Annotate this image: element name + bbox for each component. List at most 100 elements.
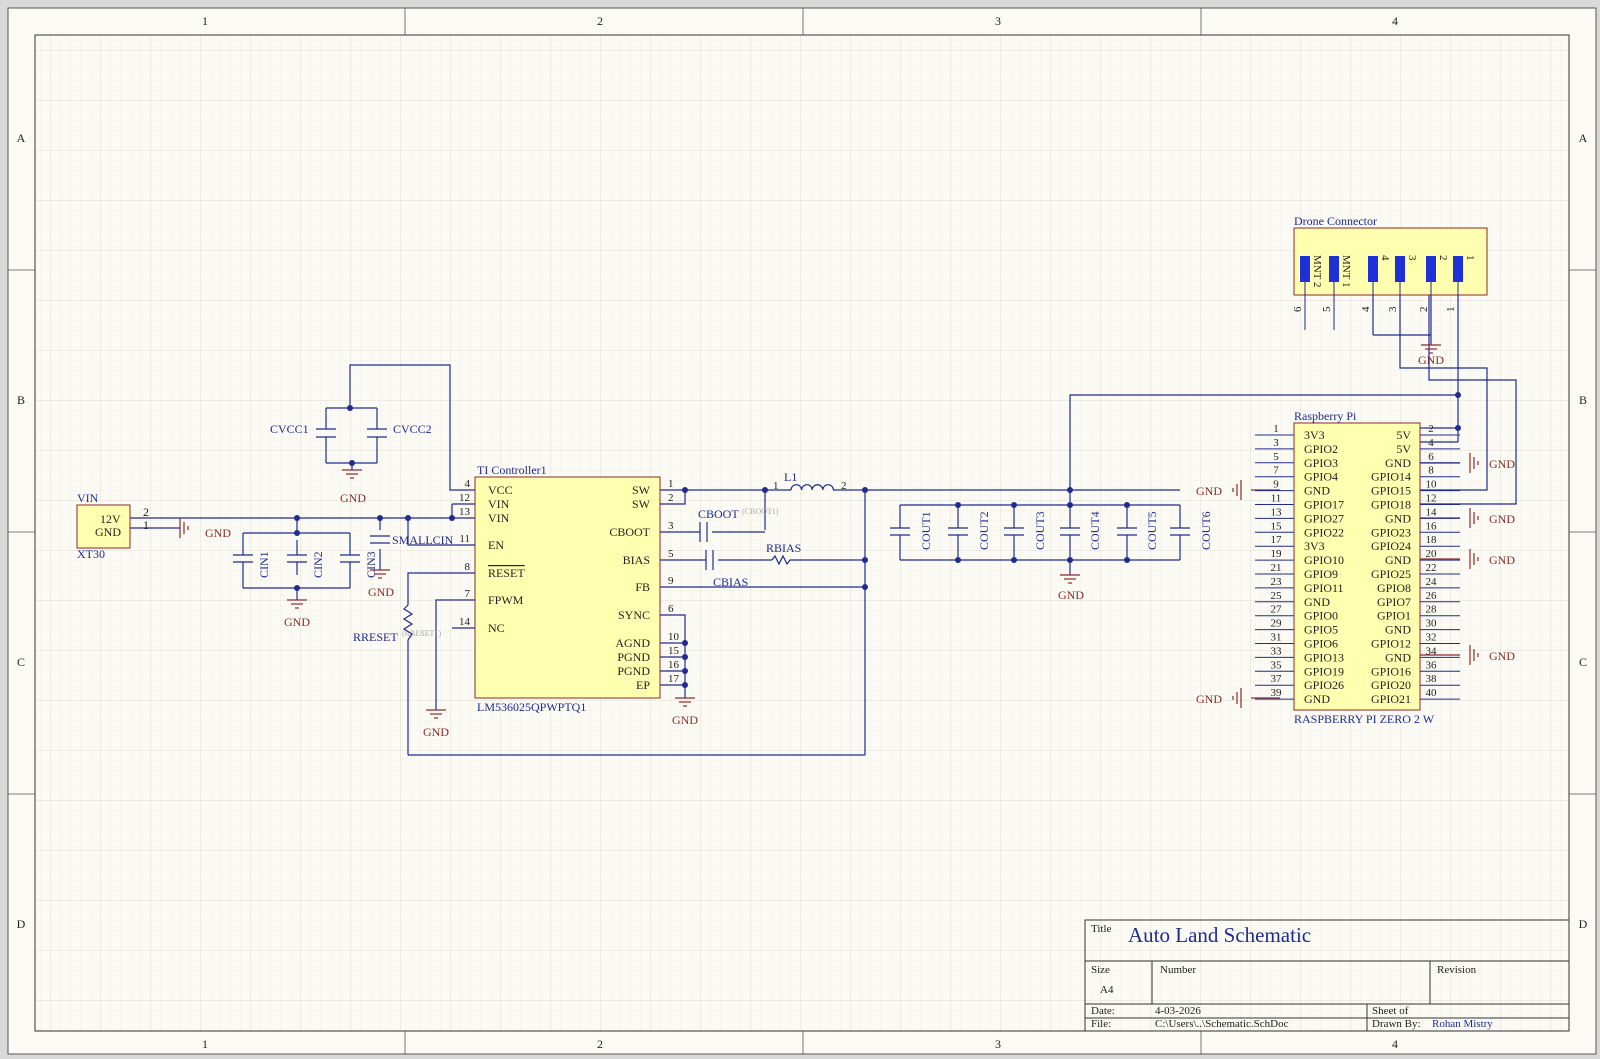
rpi-pin-number-right: 26 — [1426, 590, 1438, 602]
rpi-pin-number-left: 39 — [1271, 687, 1283, 699]
rreset-ghost-label: (RRESET1) — [402, 629, 441, 638]
rpi-pin-name-right: GND — [1385, 553, 1411, 567]
rpi-pin-name-left: GPIO3 — [1304, 456, 1338, 470]
drawn-by-value: Rohan Mistry — [1432, 1018, 1493, 1030]
rpi-pin-number-left: 35 — [1271, 659, 1283, 671]
junction-dot — [349, 460, 355, 466]
gnd-label-rpi-39: GND — [1196, 692, 1222, 706]
controller-pin-number: 11 — [459, 533, 470, 545]
rpi-pin-name-left: GPIO10 — [1304, 553, 1344, 567]
rpi-pin-number-left: 23 — [1271, 576, 1283, 588]
rpi-pin-name-left: GND — [1304, 484, 1330, 498]
controller-pin-name: FPWM — [488, 593, 524, 607]
zone-col-4-bottom: 4 — [1392, 1037, 1398, 1051]
rbias-label: RBIAS — [766, 541, 801, 555]
rpi-pin-number-left: 9 — [1273, 479, 1279, 491]
rpi-pin-name-left: GND — [1304, 692, 1330, 706]
gnd-label-rpi-20: GND — [1489, 553, 1515, 567]
controller-pin-name: SW — [632, 483, 651, 497]
cout2-label: COUT2 — [977, 511, 991, 550]
controller-pin-number: 12 — [459, 492, 470, 504]
controller-pin-number: 16 — [668, 659, 680, 671]
rpi-pin-number-left: 25 — [1271, 590, 1283, 602]
junction-dot — [1124, 557, 1130, 563]
rpi-pin-number-left: 11 — [1271, 493, 1282, 505]
zone-row-b-left: B — [17, 393, 25, 407]
controller-pin-number: 3 — [668, 520, 674, 532]
rpi-pin-number-left: 13 — [1271, 506, 1283, 518]
junction-dot — [1067, 557, 1073, 563]
drone-pin-label: 3 — [1406, 255, 1418, 261]
drone-pin-number: 1 — [1445, 307, 1457, 313]
controller-pin-number: 9 — [668, 575, 674, 587]
zone-col-2-bottom: 2 — [597, 1037, 603, 1051]
cout4-label: COUT4 — [1088, 511, 1102, 550]
rpi-pin-number-right: 36 — [1426, 659, 1438, 671]
controller-pin-name: SYNC — [618, 608, 650, 622]
junction-dot — [1124, 502, 1130, 508]
gnd-label-rpi-34: GND — [1489, 649, 1515, 663]
rpi-pin-number-right: 34 — [1426, 645, 1438, 657]
drone-connector-body — [1293, 227, 1488, 296]
gnd-label-drone: GND — [1418, 353, 1444, 367]
drone-pin-number: 4 — [1360, 306, 1372, 312]
zone-col-1-top: 1 — [202, 14, 208, 28]
capacitor-symbols — [233, 414, 1190, 575]
rpi-pin-number-left: 1 — [1273, 423, 1279, 435]
date-label: Date: — [1091, 1005, 1115, 1017]
gnd-label-xt30: GND — [205, 526, 231, 540]
controller-pin-name: VIN — [488, 511, 510, 525]
drone-pin-label: 4 — [1379, 255, 1391, 261]
controller-pin-name: PGND — [617, 664, 650, 678]
zone-row-b-right: B — [1579, 393, 1587, 407]
cout3-label: COUT3 — [1033, 511, 1047, 550]
cin1-label: CIN1 — [257, 551, 271, 578]
controller-pin-number: 14 — [459, 616, 471, 628]
zone-row-d-right: D — [1579, 917, 1588, 931]
controller-pin-number: 4 — [465, 478, 471, 490]
rpi-pin-name-right: GPIO8 — [1377, 581, 1411, 595]
file-value: C:\Users\..\Schematic.SchDoc — [1155, 1018, 1289, 1030]
inductor-l1 — [790, 484, 834, 491]
junction-dot — [762, 487, 768, 493]
drone-pin-pad — [1453, 256, 1463, 282]
junction-dot — [955, 557, 961, 563]
ti-controller-body — [474, 476, 661, 699]
gnd-label-rpi-6: GND — [1489, 457, 1515, 471]
date-value: 4-03-2026 — [1155, 1005, 1201, 1017]
rpi-pin-number-right: 32 — [1426, 632, 1437, 644]
rpi-pin-name-left: GPIO2 — [1304, 442, 1338, 456]
rpi-pin-number-right: 24 — [1426, 576, 1438, 588]
rpi-pin-number-left: 19 — [1271, 548, 1283, 560]
rpi-pin-name-right: GPIO12 — [1371, 637, 1411, 651]
rpi-pin-name-left: GPIO26 — [1304, 678, 1344, 692]
controller-pin-name: AGND — [615, 636, 650, 650]
controller-pin-name: FB — [635, 580, 650, 594]
zone-dividers — [8, 8, 1596, 1054]
drone-connector-title: Drone Connector — [1294, 214, 1377, 228]
ti-controller-part: LM536025QPWPTQ1 — [477, 700, 586, 714]
rpi-pin-name-right: GPIO21 — [1371, 692, 1411, 706]
controller-pin-number: 13 — [459, 506, 471, 518]
cvcc1-label: CVCC1 — [270, 422, 309, 436]
rpi-pin-number-left: 17 — [1271, 534, 1283, 546]
rpi-pin-number-left: 33 — [1271, 645, 1283, 657]
rreset-label: RRESET — [353, 630, 398, 644]
drone-pin-label: 2 — [1437, 255, 1449, 261]
xt30-connector — [76, 504, 131, 549]
junction-dot — [347, 405, 353, 411]
rpi-pin-name-right: GPIO25 — [1371, 567, 1411, 581]
gnd-label-fpwm: GND — [423, 725, 449, 739]
rpi-pin-name-left: GPIO4 — [1304, 470, 1338, 484]
rpi-pin-name-right: GPIO18 — [1371, 498, 1411, 512]
rpi-pin-name-right: 5V — [1396, 442, 1411, 456]
rpi-pin-number-right: 2 — [1428, 423, 1434, 435]
rpi-pin-number-left: 29 — [1271, 618, 1283, 630]
rpi-pin-name-left: GND — [1304, 595, 1330, 609]
l1-pin1: 1 — [773, 480, 779, 492]
xt30-pin2: 2 — [143, 505, 149, 519]
rpi-pin-number-right: 18 — [1426, 534, 1438, 546]
drone-pin-number: 3 — [1387, 306, 1399, 312]
